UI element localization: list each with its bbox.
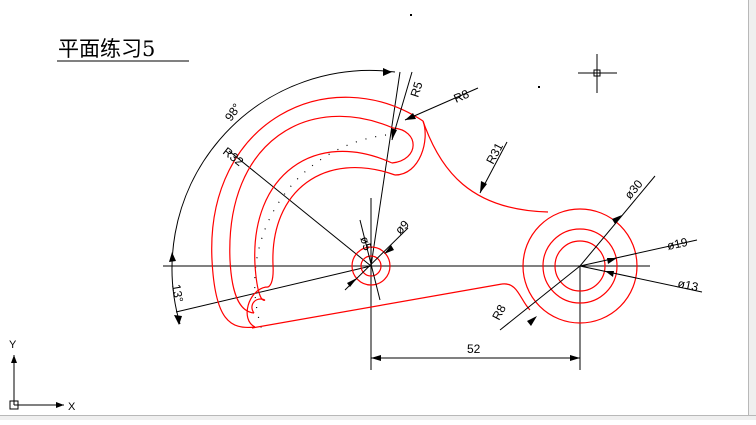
radial-line-13: [175, 265, 372, 313]
dim-r8-top-label: R8: [452, 87, 472, 106]
ucs-y-label: Y: [9, 339, 17, 351]
part-outline: [211, 96, 638, 329]
dim-phi13-label: ø13: [676, 276, 699, 294]
inner-arc: [265, 166, 396, 288]
arrow-angle-mid: [169, 252, 176, 262]
stray-point: [410, 14, 412, 16]
dimension-arrows: [347, 113, 622, 361]
ucs-x-label: X: [68, 401, 76, 413]
r8-top-leader: [404, 87, 479, 121]
r8-fillet: [501, 283, 531, 311]
angle-dimension-arc: [171, 69, 396, 325]
dim-phi9-label: ø9: [392, 217, 412, 237]
dim-13-label: 13°: [169, 283, 186, 303]
slot-end-bottom: [251, 298, 266, 314]
dim-98-label: 98°: [222, 101, 244, 124]
phi19-leader: [579, 239, 698, 267]
slot-outer-arc: [229, 115, 394, 314]
slot-end-top: [391, 127, 414, 164]
bottom-tangent-line: [251, 283, 503, 329]
circle-phi9: [351, 246, 391, 286]
slot-inner-arc: [254, 150, 393, 301]
phi30-leader: [579, 175, 656, 267]
circle-phi19: [542, 228, 618, 304]
drawing-title: 平面练习5: [58, 37, 155, 61]
r31-arc: [422, 120, 549, 213]
ucs-x-arrow: [56, 402, 64, 408]
dimension-leaders: [344, 71, 703, 359]
dim-phi19-label: ø19: [666, 235, 689, 253]
radial-line-98: [370, 71, 401, 267]
r5-leader: [391, 71, 413, 141]
circle-phi13: [554, 240, 606, 292]
outer-end-bottom: [246, 286, 267, 328]
outer-arc: [211, 96, 424, 329]
dim-r5-label: R5: [408, 80, 426, 99]
r32-leader: [228, 150, 372, 267]
arrow-angle-top: [383, 68, 392, 76]
circle-phi30: [522, 208, 638, 324]
circle-phi5: [360, 255, 382, 277]
arrow-angle-bottom: [174, 315, 182, 325]
crosshair-icon[interactable]: [578, 54, 617, 93]
ucs-icon: [9, 355, 64, 410]
phi5-leader: [359, 219, 381, 301]
window-frame-bottom: [0, 415, 756, 420]
dotted-construction-arc: [254, 134, 387, 331]
dim-phi5-label: ø5: [357, 235, 375, 253]
dim-phi30-label: ø30: [622, 177, 646, 202]
stray-point: [538, 86, 540, 88]
center-lines: [163, 71, 650, 370]
ucs-y-arrow: [11, 355, 17, 363]
dim-52-label: 52: [467, 342, 481, 356]
window-frame-right: [748, 0, 756, 420]
dim-r31-label: R31: [483, 140, 506, 166]
phi13-leader: [579, 265, 703, 293]
r8-bottom-leader: [499, 265, 581, 331]
dim-r8-bottom-label: R8: [489, 302, 509, 322]
